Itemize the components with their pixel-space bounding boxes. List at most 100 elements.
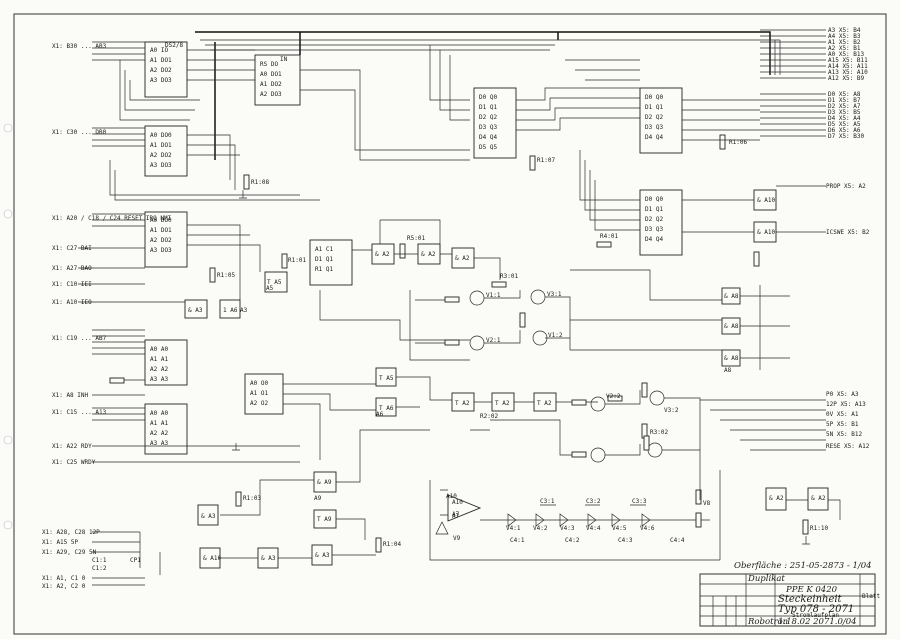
component-label: V1:2	[548, 332, 563, 339]
svg-text:A10: A10	[452, 499, 463, 506]
drawing-type: Typ 078 - 2071	[778, 604, 854, 615]
component-label: A10	[446, 493, 457, 500]
surface-label: Oberfläche : 251-05-2873 - 1/04	[734, 561, 872, 571]
svg-text:D4 Q4: D4 Q4	[479, 134, 497, 141]
input-label: X1: C30 ... DB0	[52, 129, 107, 136]
svg-text:R1 Q1: R1 Q1	[315, 266, 333, 273]
svg-text:T A9: T A9	[317, 516, 332, 523]
svg-text:A3 A3: A3 A3	[150, 376, 168, 383]
svg-text:D2 Q2: D2 Q2	[645, 114, 663, 121]
input-label: X1: A22 RDY	[52, 443, 92, 450]
output-label: A14 X5: A11	[828, 63, 868, 70]
output-label: A3 X5: B4	[828, 27, 861, 34]
svg-text:T A2: T A2	[537, 400, 552, 407]
component-label: V4:5	[612, 525, 627, 532]
input-label: X1: B30 ... AB3	[52, 43, 107, 50]
svg-text:D0 Q0: D0 Q0	[479, 94, 497, 101]
input-label: X1: A2, C2 0	[42, 583, 86, 590]
output-label: 0V X5: A1	[826, 411, 859, 418]
drawing-subtitle: Stromlaufplan	[792, 612, 839, 619]
output-label: A15 X5: B11	[828, 57, 868, 64]
svg-text:A2 A2: A2 A2	[150, 366, 168, 373]
svg-text:A0 DO0: A0 DO0	[150, 132, 172, 139]
svg-text:& A3: & A3	[315, 552, 330, 559]
svg-text:T A5: T A5	[379, 375, 394, 382]
component-label: V9	[453, 535, 461, 542]
gate-group: & A3 1 A6 T A5 & A2 & A2 & A2 T A5 T A6 …	[184, 189, 829, 569]
punch-hole	[3, 209, 13, 219]
svg-text:A0 IO: A0 IO	[150, 47, 168, 54]
svg-text:& A10: & A10	[757, 197, 775, 204]
svg-text:& A2: & A2	[375, 251, 390, 258]
svg-text:A0 A0: A0 A0	[150, 410, 168, 417]
svg-text:& A2: & A2	[421, 251, 436, 258]
sheet-label: Blatt	[862, 593, 880, 600]
component-label: V4:4	[586, 525, 601, 532]
input-label: X1: C19 ... AB7	[52, 335, 107, 342]
component-label: C4:4	[670, 537, 685, 544]
component-label: A8	[724, 367, 732, 374]
copy-stamp: Duplikat	[747, 574, 785, 584]
component-label: C1:2	[92, 565, 107, 572]
component-label: R1:04	[383, 541, 401, 548]
svg-text:D0 Q0: D0 Q0	[645, 94, 663, 101]
component-label: V4:2	[533, 525, 548, 532]
maker-label: Robotron	[747, 617, 788, 627]
svg-text:A1 DO1: A1 DO1	[150, 227, 172, 234]
component-label: C4:2	[565, 537, 580, 544]
output-label: A1 X5: B2	[828, 39, 861, 46]
svg-text:D5 Q5: D5 Q5	[479, 144, 497, 151]
svg-text:D1 Q1: D1 Q1	[645, 206, 663, 213]
svg-text:D1 Q1: D1 Q1	[645, 104, 663, 111]
right-output-labels: A3 X5: B4 A4 X5: B3 A1 X5: B2 A2 X5: B1 …	[826, 27, 870, 450]
svg-text:D3 Q3: D3 Q3	[645, 124, 663, 131]
svg-text:A3 DO3: A3 DO3	[150, 162, 172, 169]
svg-text:D4 Q4: D4 Q4	[645, 236, 663, 243]
punch-hole	[3, 435, 13, 445]
top-bus	[195, 31, 781, 160]
output-label: D2 X5: A7	[828, 103, 861, 110]
svg-text:DS2/8: DS2/8	[165, 42, 183, 49]
component-label: C3:1	[540, 498, 555, 505]
svg-text:T A6: T A6	[379, 405, 394, 412]
output-label: D0 X5: A8	[828, 91, 861, 98]
output-label: ICSWE X5: B2	[826, 229, 870, 236]
svg-text:& A3: & A3	[188, 307, 203, 314]
input-label: X1: C25 WRDY	[52, 459, 96, 466]
output-label: PROP X5: A2	[826, 183, 866, 190]
input-label: X1: C27 BAI	[52, 245, 92, 252]
svg-text:A1 A1: A1 A1	[150, 420, 168, 427]
component-label: V8	[703, 500, 711, 507]
svg-text:D0 Q0: D0 Q0	[645, 196, 663, 203]
svg-text:D4 Q4: D4 Q4	[645, 134, 663, 141]
supply-symbols	[232, 190, 810, 545]
document-code: PPE K 0420	[785, 585, 838, 595]
output-label: 12P X5: A13	[826, 401, 866, 408]
output-label: D3 X5: B5	[828, 109, 861, 116]
component-label: R4:01	[600, 233, 618, 240]
output-label: P0 X5: A3	[826, 391, 859, 398]
component-label: R1:07	[537, 157, 555, 164]
component-label: V3:1	[547, 291, 562, 298]
svg-text:A7: A7	[452, 511, 460, 518]
component-label: R1:10	[810, 525, 828, 532]
component-label: V2:2	[606, 393, 621, 400]
svg-text:& A2: & A2	[769, 495, 784, 502]
input-label: X1: A28, C28 12P	[42, 529, 100, 536]
output-label: D7 X5: B30	[828, 133, 865, 140]
svg-text:& A8: & A8	[724, 293, 739, 300]
svg-text:A2 DO3: A2 DO3	[260, 91, 282, 98]
component-label: C1:1	[92, 557, 107, 564]
input-label: X1: A27 BAO	[52, 265, 92, 272]
component-label: A3	[240, 307, 248, 314]
svg-text:A3 DO3: A3 DO3	[150, 247, 172, 254]
component-label: R1:08	[251, 179, 269, 186]
svg-text:& A3: & A3	[261, 555, 276, 562]
output-label: 5N X5: B12	[826, 431, 863, 438]
title-block: Oberfläche : 251-05-2873 - 1/04 Duplikat…	[699, 561, 880, 627]
output-label: A0 X5: B13	[828, 51, 865, 58]
output-label: D6 X5: A6	[828, 127, 861, 134]
svg-text:& A8: & A8	[724, 323, 739, 330]
